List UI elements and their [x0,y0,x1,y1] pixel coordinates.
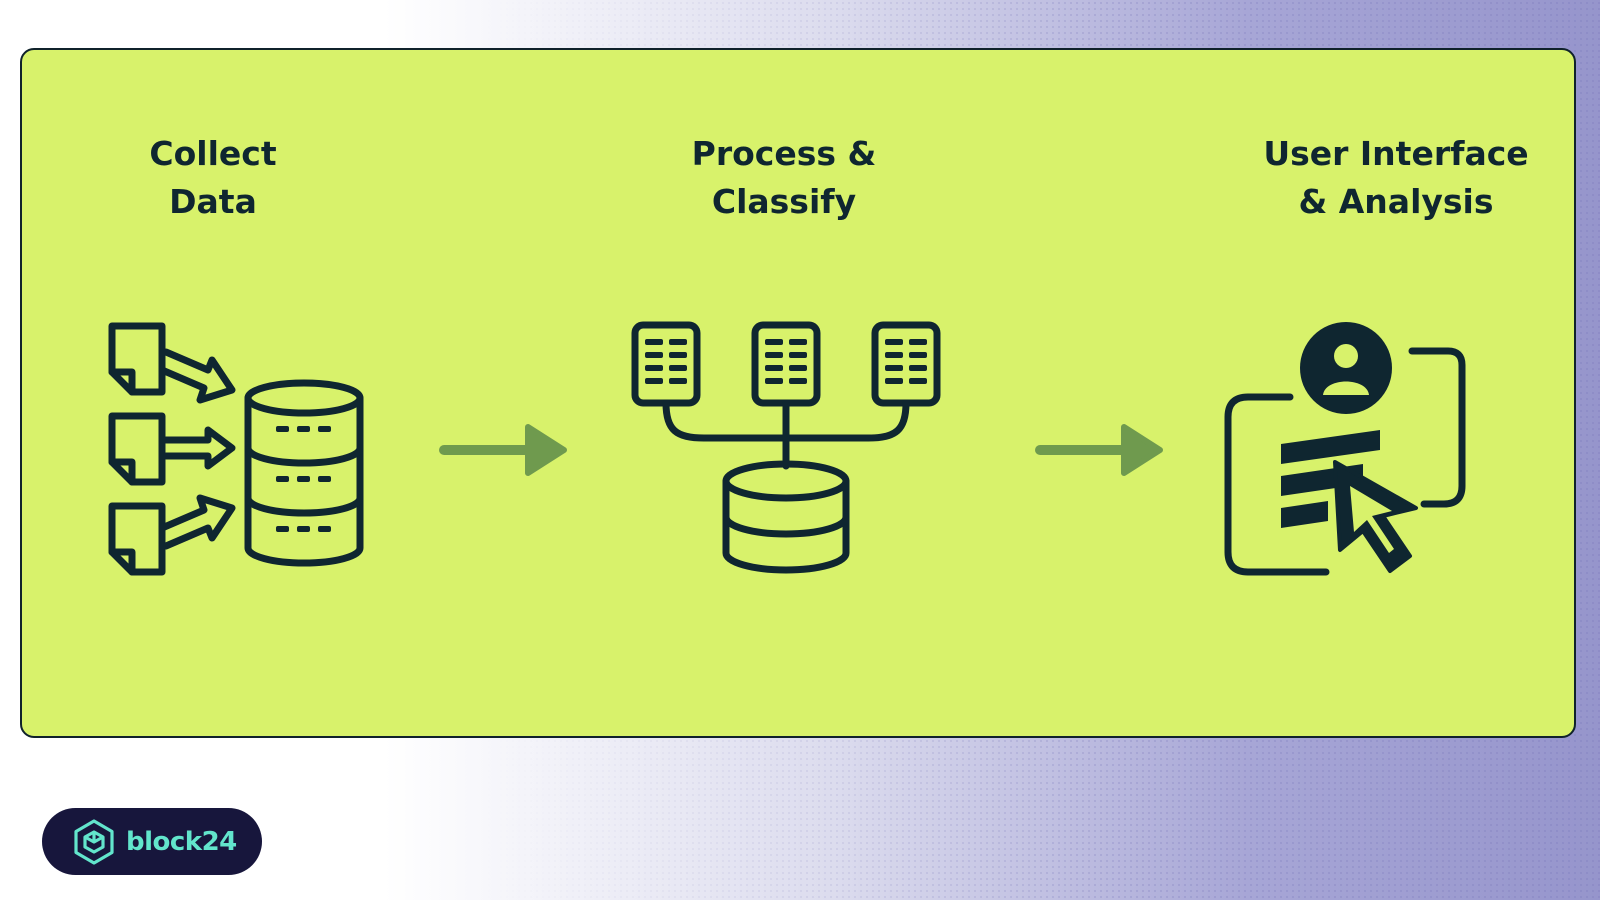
step-title-ui: User Interface & Analysis [1236,130,1556,226]
step-title-line: User Interface [1263,134,1529,173]
user-interface-icon [1224,322,1466,576]
step-title-line: Process & [691,134,877,173]
step-title-line: Collect [149,134,277,173]
step-title-process: Process & Classify [624,130,944,226]
process-panel: Collect Data Process & Classify User Int… [20,48,1576,738]
brand-logo: block24 [42,808,262,875]
step-title-line: Classify [711,182,857,221]
step-title-line: Data [169,182,257,221]
step-title-line: & Analysis [1298,182,1494,221]
step-title-collect: Collect Data [53,130,373,226]
process-classify-icon [631,321,941,574]
brand-name: block24 [126,826,237,857]
arrow-right-icon [1035,424,1163,476]
collect-data-icon [108,322,364,576]
arrow-right-icon [439,424,567,476]
cube-logo-icon [74,818,114,865]
